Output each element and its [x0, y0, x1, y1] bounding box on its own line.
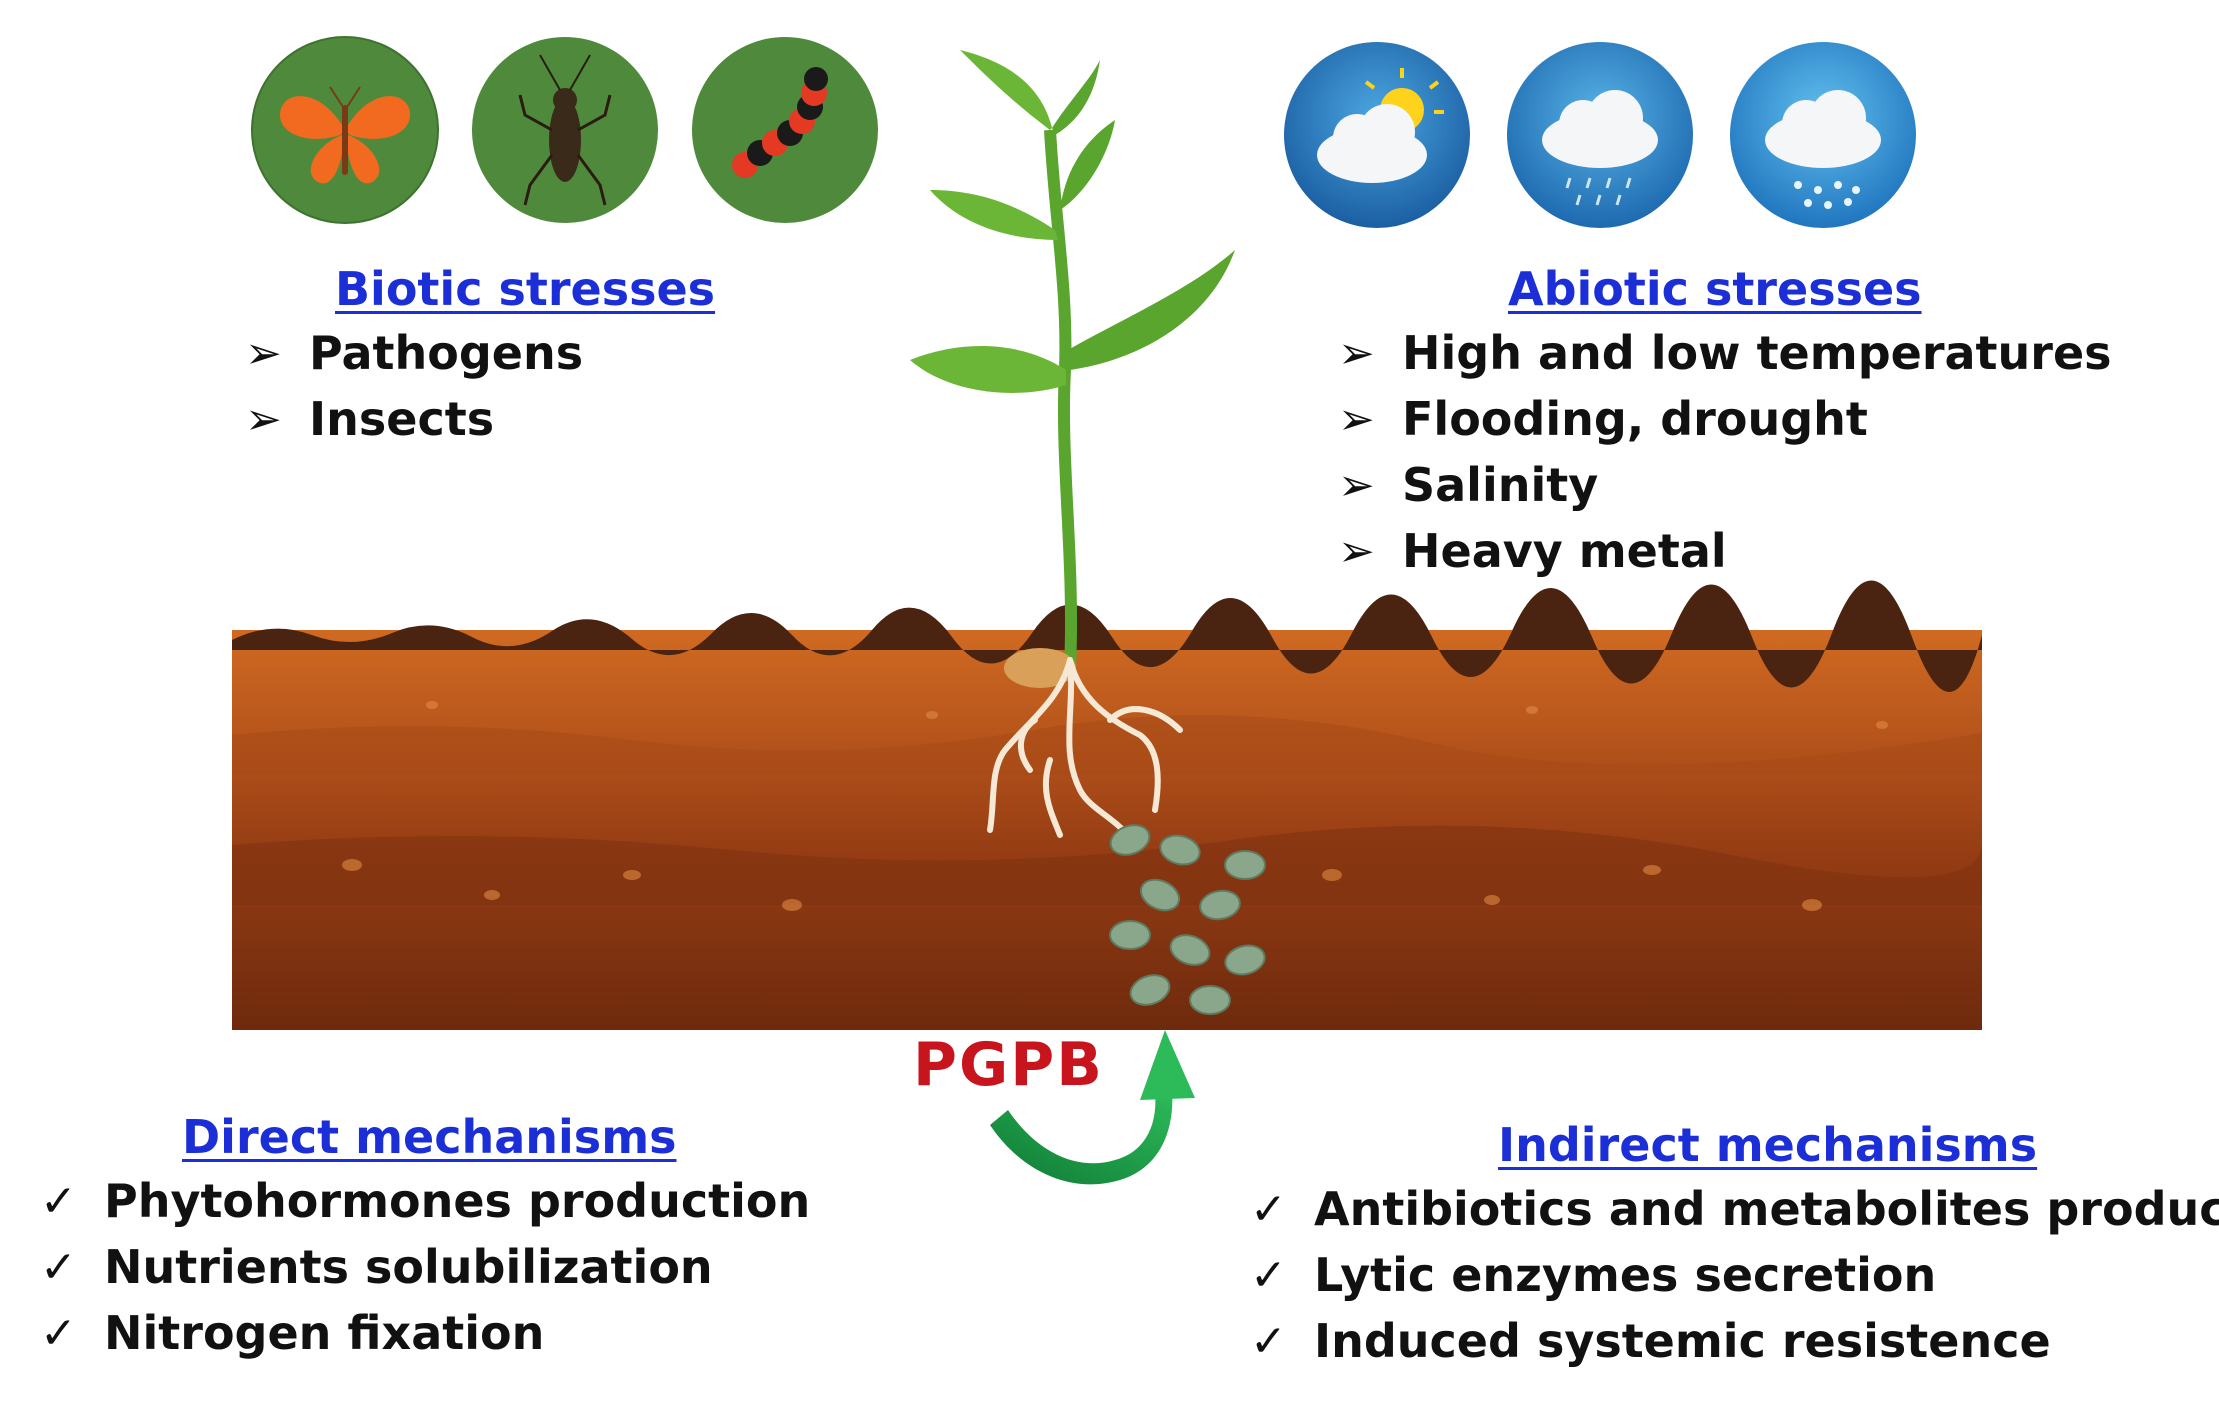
list-item: ✓Nitrogen fixation [40, 1306, 545, 1360]
arrow-bullet-icon: ➢ [1338, 525, 1375, 577]
list-item: ➢Insects [245, 392, 495, 446]
list-item: ✓Induced systemic resistence [1250, 1314, 2051, 1368]
abiotic-heading: Abiotic stresses [1508, 262, 1922, 316]
rain-cloud-icon [1507, 42, 1693, 228]
biotic-heading: Biotic stresses [335, 262, 716, 316]
plant-seedling [910, 50, 1235, 688]
check-icon: ✓ [40, 1307, 77, 1359]
roots [987, 657, 1183, 843]
list-item: ➢Heavy metal [1338, 524, 1727, 578]
indirect-list: ✓Antibiotics and metabolites production … [1250, 1176, 2219, 1374]
indirect-heading: Indirect mechanisms [1498, 1118, 2038, 1172]
direct-list: ✓Phytohormones production ✓Nutrients sol… [40, 1168, 810, 1366]
check-icon: ✓ [1250, 1249, 1287, 1301]
arrow-bullet-icon: ➢ [1338, 327, 1375, 379]
arrow-bullet-icon: ➢ [245, 393, 282, 445]
arrow-bullet-icon: ➢ [1338, 459, 1375, 511]
curved-arrow [990, 1030, 1195, 1185]
biotic-list: ➢Pathogens ➢Insects [245, 320, 583, 452]
bacteria-cluster [1109, 824, 1266, 1015]
arrow-bullet-icon: ➢ [245, 327, 282, 379]
check-icon: ✓ [1250, 1183, 1287, 1235]
list-item: ✓Nutrients solubilization [40, 1240, 713, 1294]
list-item: ➢High and low temperatures [1338, 326, 2112, 380]
list-item: ✓Phytohormones production [40, 1174, 811, 1228]
snow-cloud-icon [1730, 42, 1916, 228]
cricket-icon [472, 37, 658, 223]
pgpb-label: PGPB [913, 1030, 1104, 1100]
list-item: ➢Flooding, drought [1338, 392, 1868, 446]
butterfly-icon [251, 36, 439, 224]
list-item: ✓Lytic enzymes secretion [1250, 1248, 1937, 1302]
sun-cloud-icon [1284, 42, 1470, 228]
soil-layer [232, 580, 1982, 1030]
check-icon: ✓ [40, 1175, 77, 1227]
abiotic-list: ➢High and low temperatures ➢Flooding, dr… [1338, 320, 2112, 584]
check-icon: ✓ [40, 1241, 77, 1293]
list-item: ➢Salinity [1338, 458, 1599, 512]
direct-heading: Direct mechanisms [182, 1110, 677, 1164]
list-item: ✓Antibiotics and metabolites production [1250, 1182, 2219, 1236]
check-icon: ✓ [1250, 1315, 1287, 1367]
arrow-bullet-icon: ➢ [1338, 393, 1375, 445]
list-item: ➢Pathogens [245, 326, 584, 380]
caterpillar-icon [692, 37, 878, 223]
